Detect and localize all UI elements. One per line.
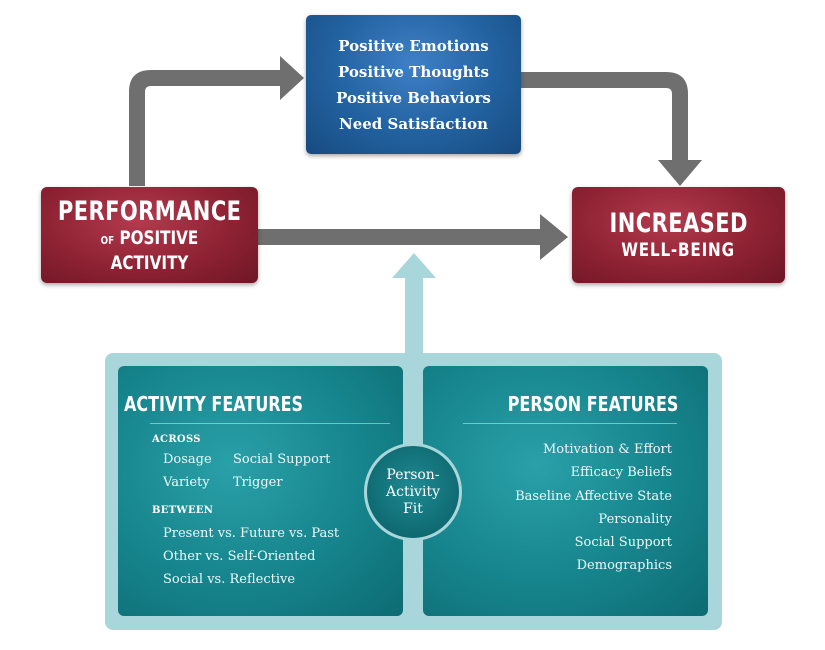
person-features-title: PERSON FEATURES	[507, 392, 678, 416]
person-item: Efficacy Beliefs	[570, 465, 672, 481]
performance-title: PERFORMANCE	[57, 195, 242, 227]
person-item: Motivation & Effort	[542, 442, 672, 457]
wellbeing-box: INCREASED WELL-BEING	[572, 187, 785, 283]
mediator-line: Positive Emotions	[338, 36, 489, 55]
person-features-list: Motivation & Effort Efficacy Beliefs Bas…	[515, 438, 672, 578]
across-item: Trigger	[233, 475, 283, 490]
across-label: ACROSS	[152, 434, 201, 445]
across-item: Social Support	[233, 452, 331, 467]
activity-features-title: ACTIVITY FEATURES	[124, 392, 304, 416]
wellbeing-subtitle: WELL-BEING	[621, 239, 736, 261]
person-activity-fit-circle: Person- Activity Fit	[364, 443, 462, 541]
activity-title-rule	[150, 423, 390, 424]
person-item: Social Support	[574, 535, 672, 551]
between-item: Social vs. Reflective	[163, 572, 296, 587]
mediator-line: Need Satisfaction	[339, 114, 488, 133]
person-item: Personality	[598, 511, 672, 527]
mediator-line: Positive Behaviors	[336, 88, 491, 107]
person-title-rule	[463, 423, 677, 424]
between-item: Present vs. Future vs. Past	[163, 526, 340, 541]
fit-line: Fit	[403, 500, 423, 517]
fit-line: Activity	[386, 483, 440, 500]
person-item: Baseline Affective State	[515, 488, 672, 504]
between-label: BETWEEN	[152, 505, 214, 516]
between-item: Other vs. Self-Oriented	[163, 549, 316, 564]
arrow-performance-to-wellbeing	[258, 214, 568, 260]
performance-sub-prefix: OF	[100, 233, 115, 247]
performance-subtitle: OF POSITIVE ACTIVITY	[63, 227, 237, 274]
activity-features-panel: ACTIVITY FEATURES ACROSS Dosage Social S…	[118, 366, 403, 616]
across-item: Variety	[163, 475, 210, 490]
performance-box: PERFORMANCE OF POSITIVE ACTIVITY	[41, 187, 258, 283]
wellbeing-title: INCREASED	[609, 208, 748, 239]
arrow-fit-to-main	[392, 253, 436, 355]
across-item: Dosage	[163, 452, 212, 467]
arrow-emotions-to-wellbeing	[521, 72, 702, 186]
arrow-performance-to-emotions	[129, 56, 304, 186]
performance-sub-main: POSITIVE ACTIVITY	[110, 226, 199, 274]
mediator-line: Positive Thoughts	[338, 62, 489, 81]
person-item: Demographics	[576, 558, 672, 574]
person-features-panel: PERSON FEATURES Motivation & Effort Effi…	[423, 366, 708, 616]
fit-line: Person-	[386, 466, 440, 483]
mediators-box: Positive Emotions Positive Thoughts Posi…	[306, 15, 521, 154]
